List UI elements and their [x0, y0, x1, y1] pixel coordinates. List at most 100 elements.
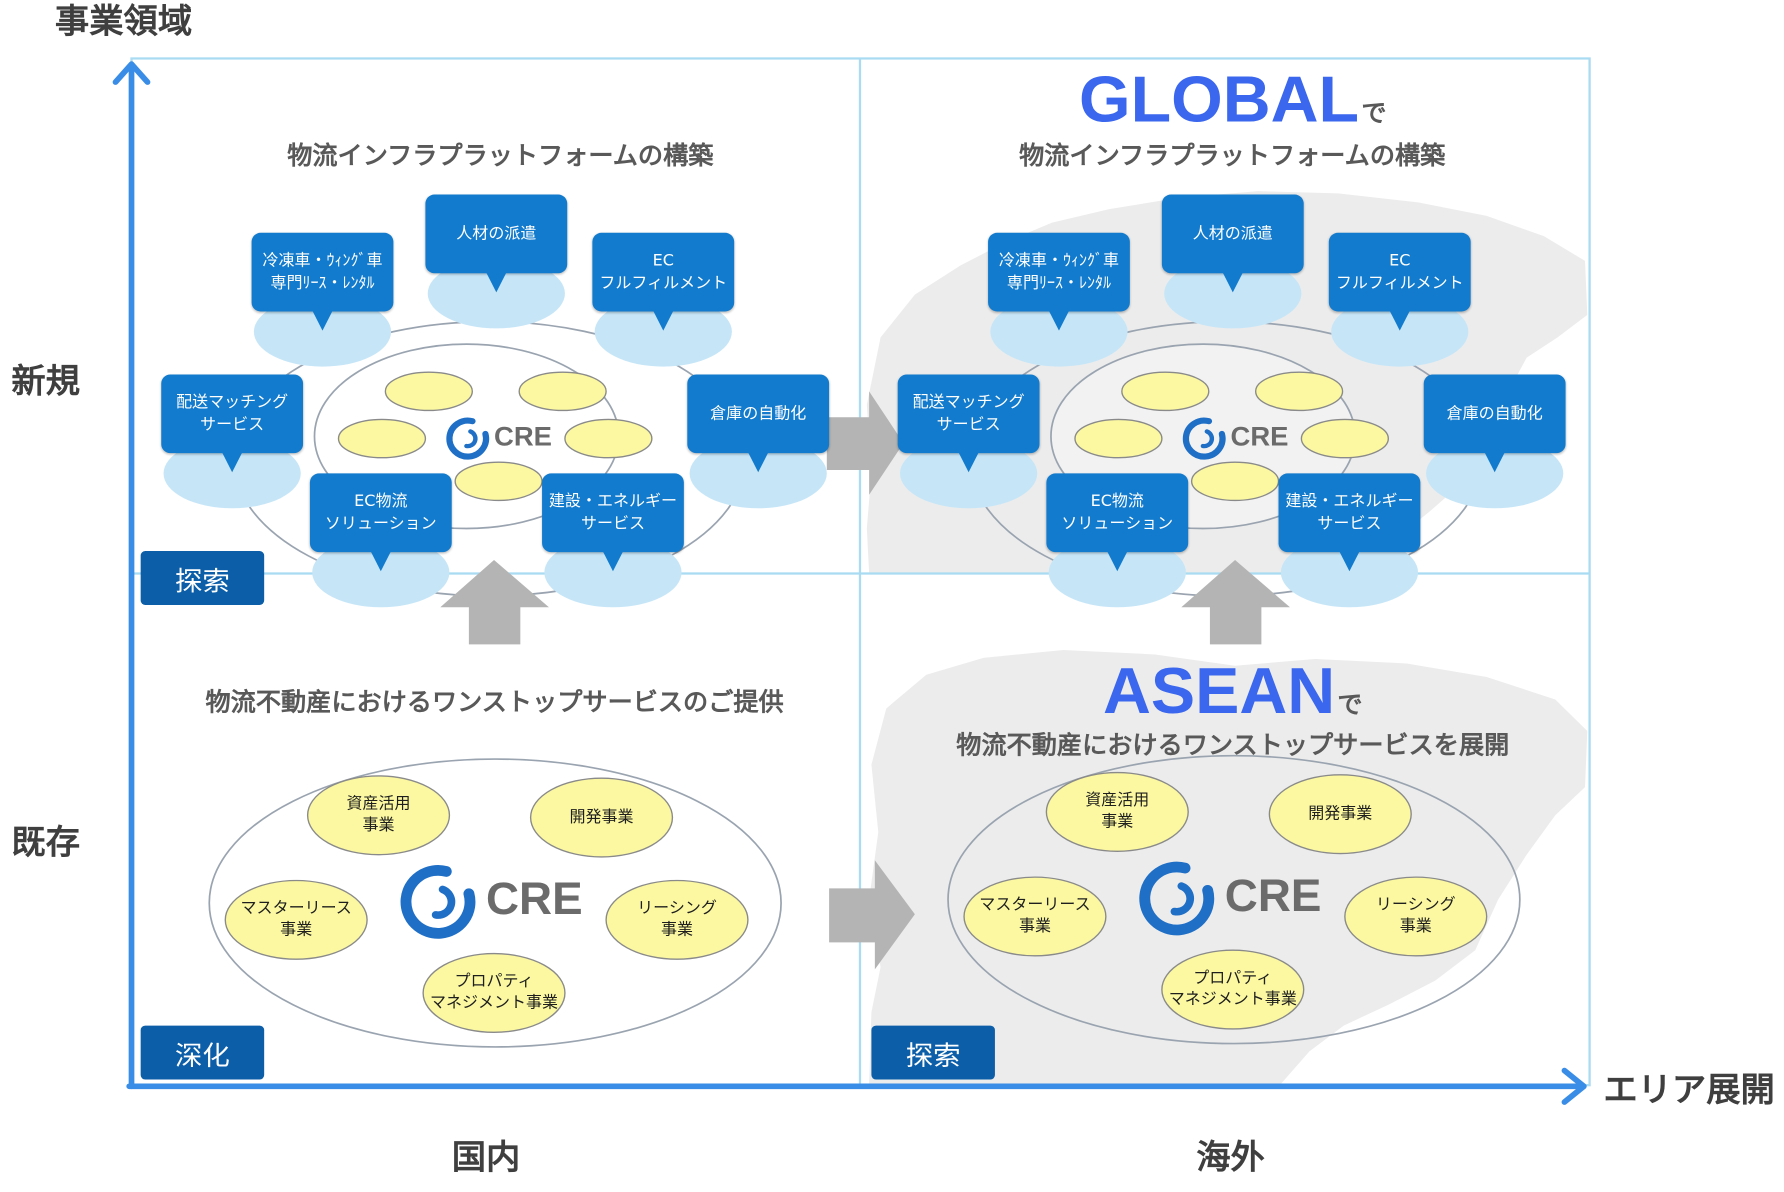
business-placeholder-oval [337, 418, 427, 459]
callout-halo [163, 438, 301, 509]
text-line: 資産活用 [1085, 791, 1150, 810]
callout-halo [427, 258, 565, 329]
bottom-left-business-ring [208, 758, 782, 1048]
business-oval [963, 876, 1107, 957]
construction-energy-callout: 建設・エネルギーサービス [1278, 473, 1421, 572]
warehouse-automation-callout: 倉庫の自動化 [1423, 374, 1566, 473]
business-oval [1344, 876, 1488, 957]
world-map-lower-shape [869, 649, 1588, 1085]
master-lease-item: マスターリース事業 [225, 881, 367, 960]
text-line: 人材の派遣 [456, 224, 537, 243]
text-line: 建設・エネルギー [548, 492, 678, 511]
callout-halo [1280, 537, 1419, 608]
logo-inner-arc [1170, 882, 1194, 916]
y-axis-label: 事業領域 [54, 2, 193, 42]
text-line: プロパティ [454, 972, 534, 991]
business-outer-ring [208, 758, 782, 1048]
text-line: 事業 [1399, 917, 1432, 936]
delivery-matching-callout: 配送マッチングサービス [161, 374, 304, 473]
text-line: 専門ﾘｰｽ・ﾚﾝﾀﾙ [1006, 274, 1111, 293]
business-oval [605, 879, 749, 960]
callout-halo [1331, 296, 1469, 367]
leasing-item: リーシング事業 [606, 881, 748, 960]
business-placeholder-oval [1254, 371, 1344, 412]
top-left-title: 物流インフラプラットフォームの構築 [287, 142, 714, 171]
text-line: サービス [200, 416, 265, 435]
callout-halo [900, 438, 1038, 509]
right-arrow-icon [826, 391, 904, 495]
text-line: 冷凍車・ｳｨﾝｸﾞ車 [262, 251, 383, 270]
business-placeholder-oval [518, 371, 607, 412]
refrigerated-truck-leasing-callout: 冷凍車・ｳｨﾝｸﾞ車専門ﾘｰｽ・ﾚﾝﾀﾙ [251, 232, 394, 331]
cre-logo-icon [400, 865, 476, 939]
callout-halo [1164, 258, 1302, 329]
logo-inner-arc [1200, 429, 1215, 449]
business-placeholder-oval [1300, 418, 1390, 459]
logo-outer-arc [400, 865, 476, 939]
callout-halo [1048, 537, 1186, 608]
bottom-left-title: 物流不動産におけるワンストップサービスのご提供 [205, 689, 784, 718]
business-placeholder-oval [1121, 371, 1210, 412]
x-axis-label: エリア展開 [1603, 1070, 1775, 1110]
headline-suffix: で [1361, 100, 1387, 129]
right-arrow-icon [829, 860, 915, 970]
text-line: EC物流 [354, 492, 408, 511]
axis-arrow-right-icon [1561, 1067, 1587, 1105]
staffing-callout: 人材の派遣 [1161, 194, 1304, 293]
text-line: 専門ﾘｰｽ・ﾚﾝﾀﾙ [270, 274, 375, 293]
business-oval [224, 879, 368, 960]
property-management-item: プロパティマネジメント事業 [423, 954, 565, 1033]
row-label-new: 新規 [11, 362, 81, 402]
logo-outer-arc [1182, 417, 1226, 460]
text-line: EC物流 [1090, 492, 1144, 511]
business-oval [422, 952, 566, 1033]
master-lease-item: マスターリース事業 [964, 877, 1106, 956]
development-item: 開発事業 [1269, 775, 1411, 854]
refrigerated-truck-leasing-callout: 冷凍車・ｳｨﾝｸﾞ車専門ﾘｰｽ・ﾚﾝﾀﾙ [988, 232, 1130, 331]
cre-logo-icon [446, 417, 490, 460]
business-placeholder-oval [384, 371, 473, 412]
bottom-right-title: 物流不動産におけるワンストップサービスを展開 [956, 732, 1510, 761]
construction-energy-callout: 建設・エネルギーサービス [542, 473, 684, 572]
text-line: 倉庫の自動化 [1446, 404, 1543, 423]
warehouse-automation-callout: 倉庫の自動化 [687, 374, 830, 473]
callout-halo [990, 296, 1128, 367]
logo-inner-arc [431, 885, 456, 919]
text-line: プロパティ [1193, 969, 1273, 988]
business-oval [1268, 774, 1412, 855]
text-line: マネジメント事業 [1168, 990, 1297, 1009]
deepen-badge: 深化 [140, 1025, 265, 1080]
text-line: サービス [1317, 515, 1382, 534]
text-line: リーシング [637, 899, 717, 918]
text-line: サービス [936, 416, 1001, 435]
staffing-callout: 人材の派遣 [425, 194, 568, 293]
logo-inner-arc [464, 429, 478, 449]
cre-logo-icon [1182, 417, 1226, 460]
text-line: 事業 [280, 920, 313, 939]
headline-suffix: で [1337, 691, 1363, 720]
text-line: 配送マッチング [912, 393, 1025, 412]
business-placeholder-oval [1190, 461, 1280, 502]
column-label-domestic: 国内 [451, 1138, 521, 1178]
text-line: マネジメント事業 [429, 994, 559, 1013]
text-line: マスターリース [240, 899, 352, 918]
cre-logo-text: CRE [1230, 421, 1289, 452]
business-placeholder-oval [1074, 418, 1163, 459]
text-line: 冷凍車・ｳｨﾝｸﾞ車 [998, 251, 1120, 270]
text-line: EC [1389, 251, 1411, 270]
callout-halo [689, 438, 827, 509]
business-oval [1161, 949, 1305, 1030]
business-oval [529, 777, 674, 858]
text-line: マスターリース [979, 896, 1091, 915]
asean-headline: ASEAN [1102, 654, 1336, 728]
business-outer-ring [947, 754, 1521, 1045]
text-line: 開発事業 [569, 807, 634, 826]
text-line: 事業 [660, 920, 694, 939]
explore-badge: 探索 [140, 551, 265, 605]
ec-logistics-callout: EC物流ソリューション [1046, 473, 1189, 572]
bottom-right-business-ring [947, 754, 1521, 1045]
asset-utilization-item: 資産活用事業 [1046, 773, 1188, 852]
business-placeholder-oval [564, 418, 653, 459]
ec-logistics-callout: EC物流ソリューション [309, 473, 452, 572]
